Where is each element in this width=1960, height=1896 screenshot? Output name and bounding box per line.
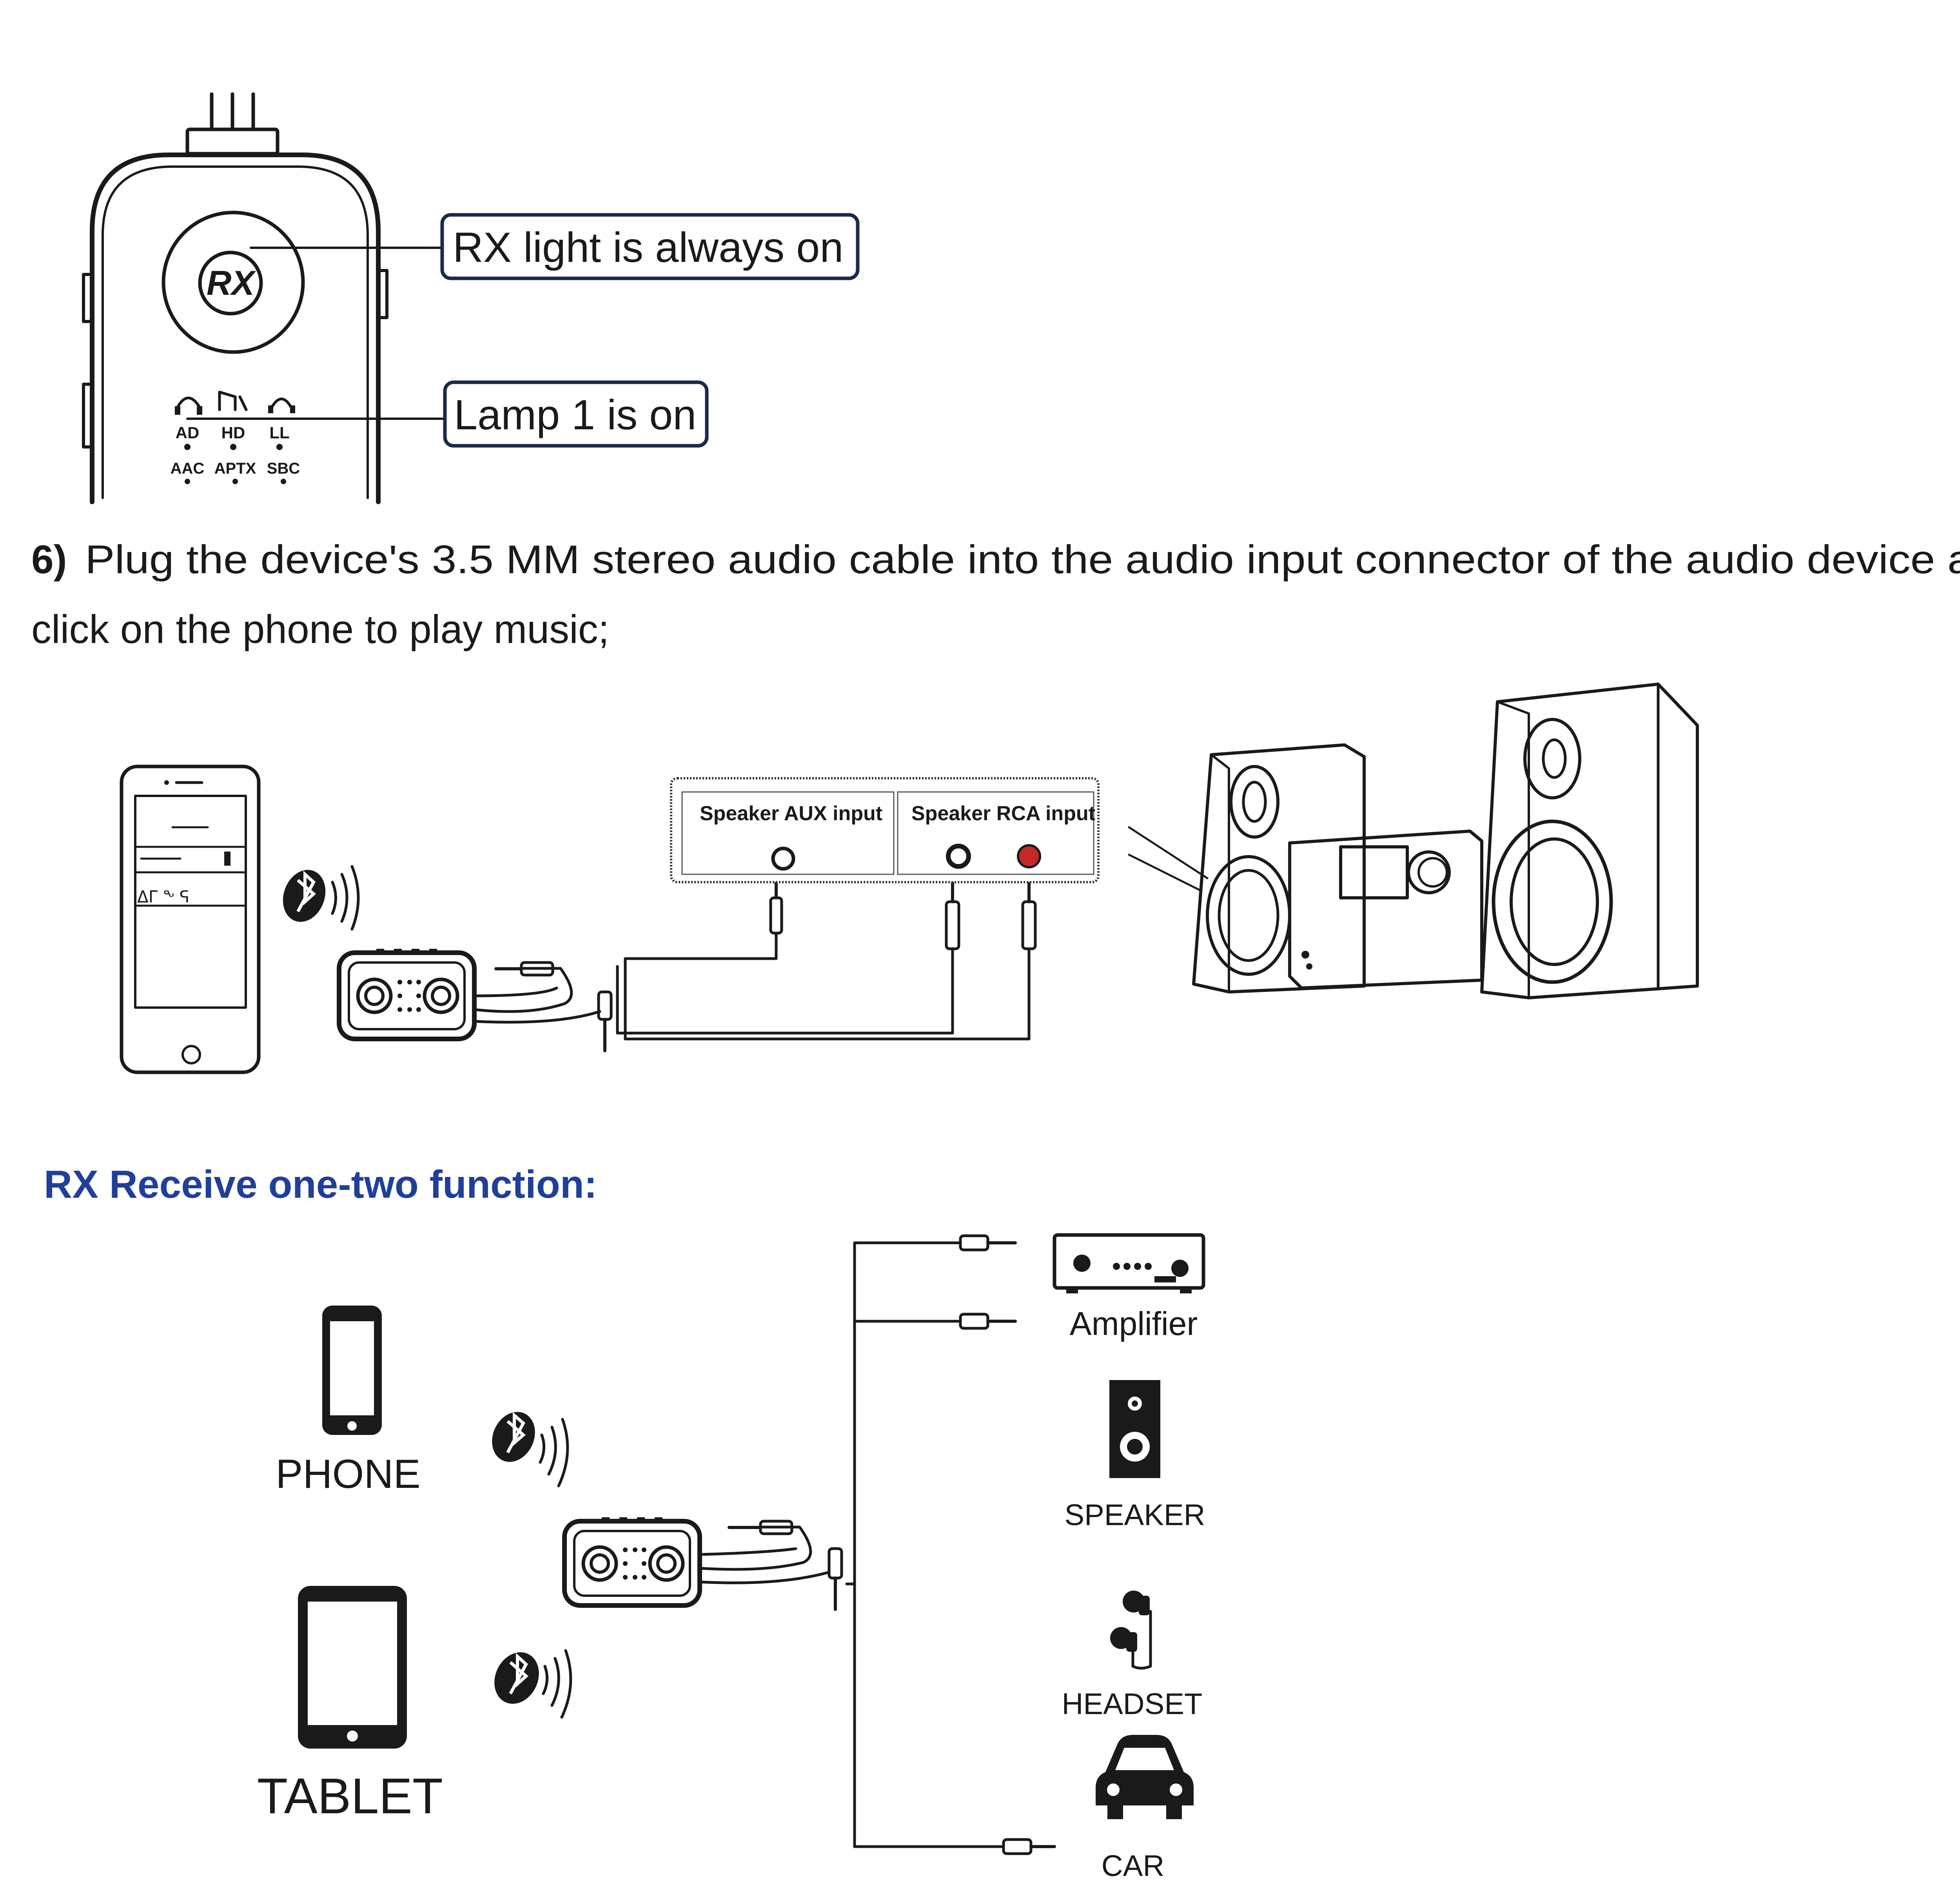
instruction-text: 6) Plug the device's 3.5 MM stereo audio…: [31, 537, 1960, 652]
phone-icon: [322, 1306, 382, 1435]
codec-label-ad: AD: [176, 423, 200, 442]
callout-lamp: Lamp 1 is on: [443, 380, 709, 448]
svg-text:6) Plug the device's 3.5: 6) Plug the device's 3.5 MM stereo audio…: [31, 537, 1960, 582]
output-split-lines: [845, 1234, 1056, 1855]
codec-label-hd: HD: [221, 423, 245, 442]
source-label-tablet: TABLET: [257, 1768, 443, 1824]
rx-receiver-device-1: [337, 949, 477, 1041]
callout-rx-light: RX light is always on: [440, 213, 860, 280]
led-1: [184, 444, 191, 450]
codec-label-sbc: SBC: [267, 460, 300, 477]
step-number: 6): [31, 537, 67, 582]
bluetooth-icon-3: [494, 1649, 572, 1719]
car-icon: [1096, 1735, 1194, 1819]
callout-rx-light-text: RX light is always on: [453, 223, 843, 271]
device-closeup: RX AD HD LL AAC APTX SBC: [82, 92, 388, 504]
aux-jack: [771, 846, 795, 871]
svg-text:ᐃᒥ ᖕ ᕋ: ᐃᒥ ᖕ ᕋ: [137, 887, 190, 906]
hifi-stereo-system: [1192, 683, 1699, 999]
codec-label-aptx: APTX: [214, 460, 256, 477]
bluetooth-icon-1: [283, 865, 360, 931]
output-label-amplifier: Amplifier: [1070, 1305, 1198, 1342]
rx-button-ring: [162, 211, 305, 354]
led-2: [230, 444, 236, 450]
audio-cable-2: [698, 1520, 843, 1611]
amplifier-icon: [1053, 1233, 1205, 1293]
instruction-line-1: Plug the device's 3.5 MM stereo audio ca…: [85, 537, 1960, 582]
headset-mic-icon: [268, 398, 295, 413]
rx-badge: RX: [207, 263, 257, 302]
source-label-phone: PHONE: [276, 1451, 421, 1497]
rx-receiver-device-2: [562, 1517, 702, 1608]
rca-jack-left: [946, 844, 971, 869]
output-label-speaker: SPEAKER: [1064, 1498, 1205, 1532]
tablet-icon: [298, 1586, 407, 1749]
output-label-car: CAR: [1102, 1849, 1164, 1883]
rca-jack-right: [1017, 844, 1041, 868]
aux-input-label: Speaker AUX input: [700, 802, 882, 825]
hd-audio-icon: [218, 390, 248, 411]
headphone-icon: [175, 396, 202, 415]
rca-input-label: Speaker RCA input: [911, 802, 1095, 825]
headset-icon: [1110, 1591, 1152, 1670]
output-label-headset: HEADSET: [1062, 1687, 1203, 1721]
instruction-line-2: click on the phone to play music;: [31, 607, 609, 652]
codec-label-aac: AAC: [171, 460, 205, 477]
rx-section-title: RX Receive one-two function:: [44, 1162, 597, 1206]
audio-cable-1: [473, 875, 1037, 1052]
rx-button: [198, 251, 263, 316]
codec-label-ll: LL: [269, 423, 289, 442]
connection-panel: Speaker AUX input Speaker RCA input: [670, 777, 1100, 883]
bluetooth-icon-2: [492, 1412, 569, 1487]
led-3: [276, 444, 283, 450]
smartphone-illustration: ᐃᒥ ᖕ ᕋ: [120, 765, 261, 1074]
callout-lamp-text: Lamp 1 is on: [454, 391, 696, 438]
speaker-icon: [1109, 1380, 1160, 1478]
